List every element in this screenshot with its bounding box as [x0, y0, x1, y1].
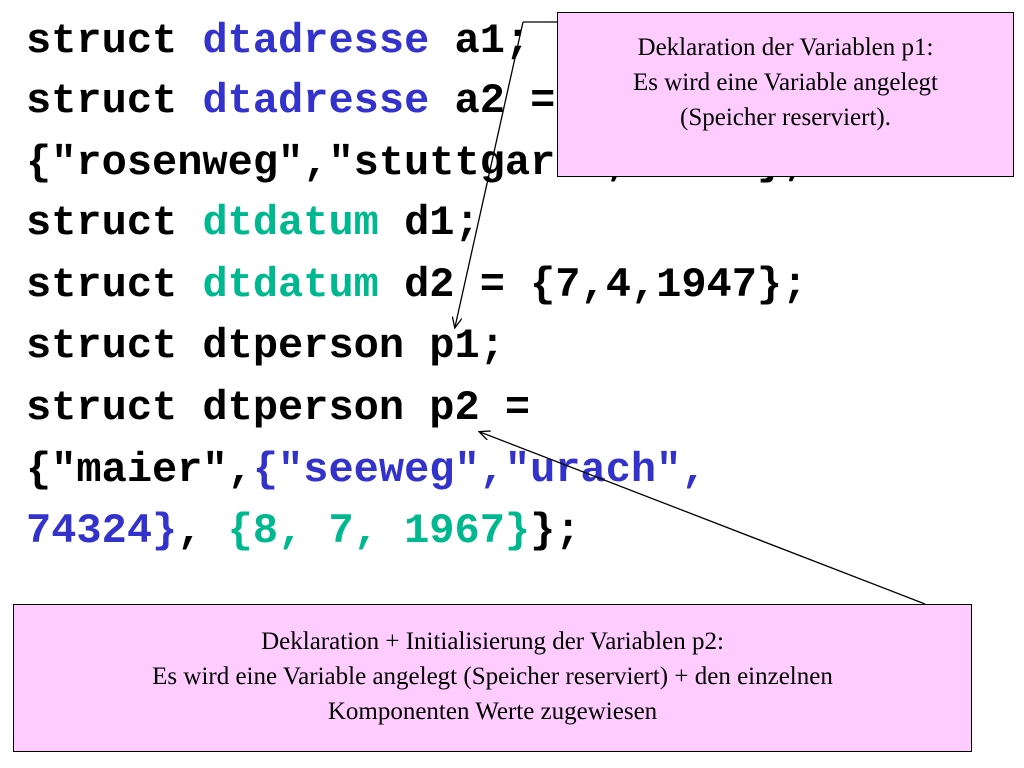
callout-text: Es wird eine Variable angelegt (Speicher… — [152, 663, 833, 690]
code-token: 74324} — [26, 507, 178, 555]
code-token: d1; — [378, 199, 480, 247]
code-token: struct dtperson p1; — [26, 322, 505, 370]
code-token: {"seeweg","urach", — [252, 446, 707, 494]
code-line: struct dtperson p2 = — [26, 383, 530, 433]
code-token: dtadresse — [202, 17, 430, 65]
code-token: struct — [26, 17, 203, 65]
code-token: d2 = {7,4,1947}; — [378, 261, 808, 309]
code-token: {8, 7, 1967} — [227, 507, 531, 555]
code-token: struct — [26, 77, 203, 125]
code-token: a1; — [429, 17, 531, 65]
callout-text: Komponenten Werte zugewiesen — [327, 698, 658, 725]
code-line: {"maier",{"seeweg","urach", — [26, 445, 707, 495]
callout-declaration-p1: Deklaration der Variablen p1: Es wird ei… — [557, 12, 1014, 177]
code-line: struct dtdatum d1; — [26, 198, 480, 248]
code-token: dtdatum — [202, 261, 379, 309]
code-line: struct dtadresse a1; — [26, 16, 530, 66]
code-token: {"maier", — [26, 446, 253, 494]
code-line: struct dtadresse a2 = — [26, 76, 555, 126]
code-token: struct dtperson p2 = — [26, 384, 531, 432]
callout-text: Deklaration der Variablen p1: — [637, 34, 934, 61]
code-token: dtdatum — [202, 199, 379, 247]
code-line: struct dtdatum d2 = {7,4,1947}; — [26, 260, 807, 310]
code-token: }; — [530, 507, 581, 555]
code-token: struct — [26, 261, 203, 309]
callout-initialization-p2: Deklaration + Initialisierung der Variab… — [13, 604, 972, 752]
callout-text: Deklaration + Initialisierung der Variab… — [261, 628, 724, 655]
code-line: 74324}, {8, 7, 1967}}; — [26, 506, 581, 556]
callout-text: Es wird eine Variable angelegt — [633, 69, 938, 96]
code-token: struct — [26, 199, 203, 247]
code-token: , — [177, 507, 228, 555]
callout-text: (Speicher reserviert). — [680, 104, 891, 131]
code-line: struct dtperson p1; — [26, 321, 505, 371]
code-token: dtadresse — [202, 77, 430, 125]
code-token: a2 = — [429, 77, 556, 125]
